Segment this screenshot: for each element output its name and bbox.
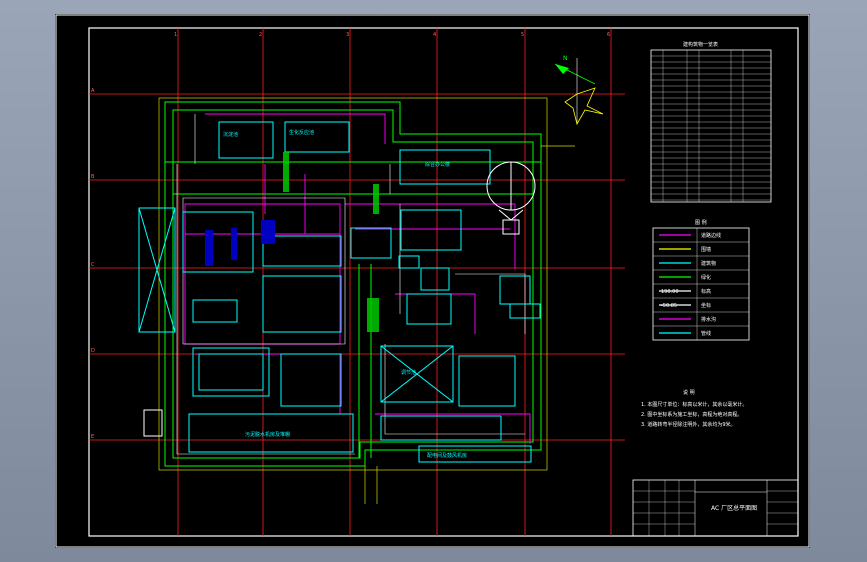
svg-text:4: 4 (433, 32, 436, 38)
upper-right-building (399, 149, 491, 185)
area-label-bottom-long: 污泥脱水机房及堆棚 (245, 431, 290, 438)
area-label-center: 调节池 (401, 369, 416, 376)
svg-text:6: 6 (607, 32, 610, 38)
road-lines (176, 114, 526, 455)
svg-text:3: 3 (346, 32, 349, 38)
grid-labels: A B C D E 1 2 3 4 5 6 (91, 32, 610, 440)
site-plan-svg: A B C D E 1 2 3 4 5 6 (55, 14, 810, 548)
legend-item-label: 排水沟 (701, 316, 716, 323)
round-clarifier (486, 161, 536, 235)
notes-block: 说 明 1. 本图尺寸单位：标高以米计，其余以毫米计。 2. 图中坐标系为施工坐… (641, 389, 747, 428)
building-table-title: 建构筑物一览表 (683, 41, 718, 48)
notes-title: 说 明 (683, 389, 695, 396)
site-wall (158, 97, 575, 504)
buildings (138, 121, 541, 463)
area-label-group: 沉淀池 生化反应池 综合办公楼 污泥脱水机房及堆棚 配电间及鼓风机房 调节池 (223, 129, 467, 459)
svg-text:E: E (91, 434, 94, 440)
legend-item-label: 绿化 (701, 274, 711, 281)
legend-title: 图 例 (695, 219, 707, 226)
legend-item-label: 坐标 (701, 302, 711, 309)
outer-frame (55, 14, 810, 548)
note-2: 2. 图中坐标系为施工坐标，高程为绝对高程。 (641, 411, 742, 418)
note-3: 3. 道路转弯半径除注明外，其余均为9米。 (641, 421, 736, 428)
legend-item-label: 管线 (701, 330, 711, 337)
svg-text:1: 1 (174, 32, 177, 38)
coordinate-grid (89, 28, 625, 536)
center-building (380, 345, 454, 403)
bottom-right-strip (418, 445, 532, 463)
bottom-long-block (188, 413, 354, 453)
green-areas (283, 152, 379, 332)
legend-item-label: 道路边线 (701, 232, 721, 239)
svg-text:D: D (91, 348, 95, 354)
top-cyan-block (284, 121, 350, 153)
site-boundary (164, 101, 542, 467)
legend-item-label: 围墙 (701, 246, 711, 253)
svg-text:2: 2 (259, 32, 262, 38)
compass-label: N (563, 55, 568, 62)
note-1: 1. 本图尺寸单位：标高以米计，其余以毫米计。 (641, 401, 747, 408)
legend-item-label: 标高 (701, 288, 711, 295)
area-label-upper-right: 综合办公楼 (425, 161, 450, 168)
svg-text:B: B (91, 174, 95, 180)
north-arrow-icon: N (554, 55, 596, 124)
legend-item-label: 建筑物 (701, 260, 716, 267)
wind-rose-icon (564, 87, 604, 126)
inner-frame (88, 27, 799, 537)
blue-pipes (205, 220, 275, 266)
svg-text:C: C (91, 262, 95, 268)
svg-text:5: 5 (521, 32, 524, 38)
area-label-top-cyan: 生化反应池 (289, 129, 314, 136)
svg-text:A: A (91, 88, 95, 94)
legend-value: 190.00 (661, 289, 679, 295)
title-block-name: AC 厂区总平面图 (711, 504, 757, 512)
drawing-sheet[interactable]: A B C D E 1 2 3 4 5 6 (55, 14, 810, 548)
building-table: 建构筑物一览表 (650, 41, 772, 203)
area-label-top-left: 沉淀池 (223, 131, 238, 138)
left-tank (138, 207, 176, 333)
area-label-bottom-strip: 配电间及鼓风机房 (427, 452, 467, 459)
pipelines (184, 113, 531, 444)
title-block: AC 厂区总平面图 (632, 479, 799, 537)
top-left-tank (218, 121, 274, 159)
legend-value: -50.85 (661, 303, 677, 309)
